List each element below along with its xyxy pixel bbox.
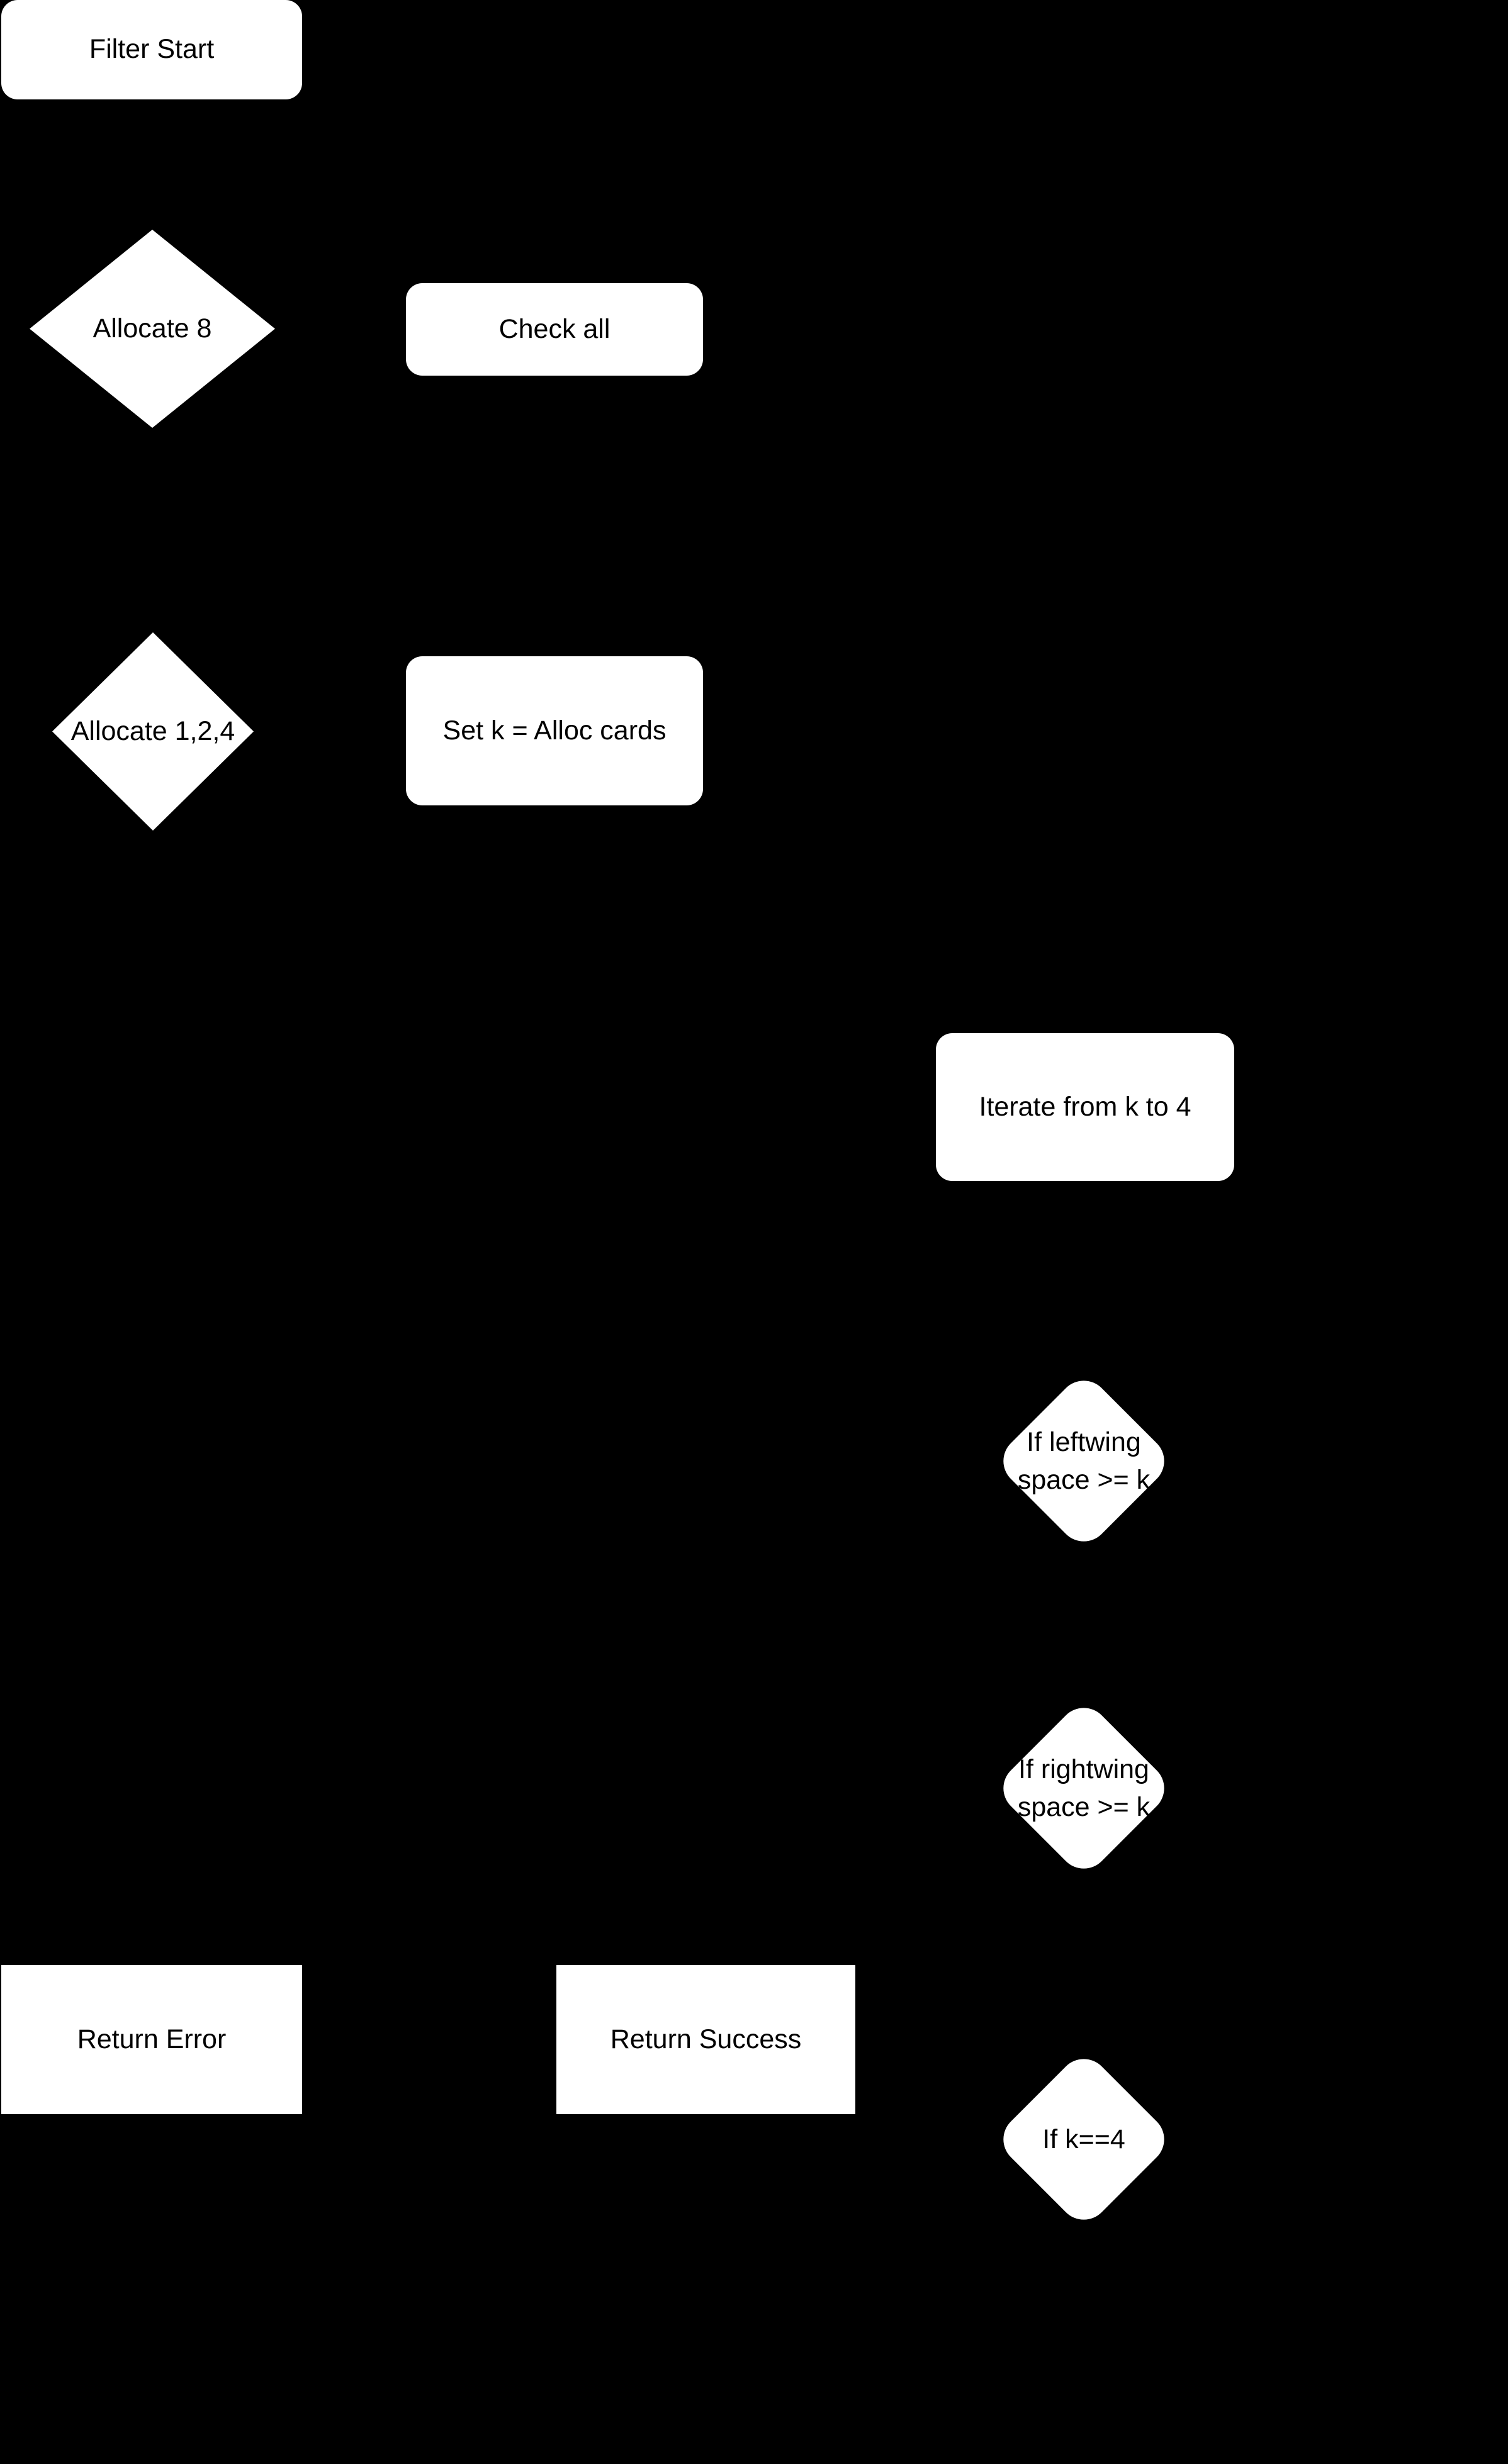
node-set-k: Set k = Alloc cards: [406, 656, 703, 805]
node-allocate-8-label: Allocate 8: [93, 313, 212, 344]
node-allocate-124: Allocate 1,2,4: [52, 632, 254, 831]
label-line-1: If rightwing: [1018, 1754, 1149, 1784]
node-check-all-label: Check all: [498, 313, 611, 344]
node-return-success-label: Return Success: [610, 2024, 802, 2054]
node-allocate-124-label: Allocate 1,2,4: [70, 715, 235, 746]
node-filter-start-label: Filter Start: [89, 34, 215, 65]
node-iterate-label: Iterate from k to 4: [979, 1091, 1191, 1122]
node-if-rightwing: If rightwing space >= k: [993, 1697, 1175, 1879]
label-line-2: space >= k: [1017, 1792, 1151, 1822]
node-filter-start: Filter Start: [1, 0, 302, 99]
node-if-leftwing: If leftwing space >= k: [993, 1370, 1175, 1552]
node-set-k-label: Set k = Alloc cards: [442, 715, 667, 746]
label-line-1: If leftwing: [1027, 1427, 1141, 1457]
node-iterate: Iterate from k to 4: [936, 1033, 1234, 1181]
node-if-leftwing-label: If leftwing space >= k: [993, 1370, 1174, 1552]
label-line-2: space >= k: [1017, 1465, 1151, 1495]
node-return-error-label: Return Error: [77, 2024, 227, 2054]
node-check-all: Check all: [406, 283, 703, 376]
node-allocate-8: Allocate 8: [30, 230, 275, 428]
node-if-k4-label: If k==4: [993, 2049, 1174, 2230]
node-if-rightwing-label: If rightwing space >= k: [993, 1698, 1174, 1879]
label-line-1: If k==4: [1042, 2124, 1125, 2154]
node-return-error: Return Error: [1, 1965, 302, 2114]
node-if-k4: If k==4: [993, 2048, 1175, 2231]
node-return-success: Return Success: [556, 1965, 855, 2114]
